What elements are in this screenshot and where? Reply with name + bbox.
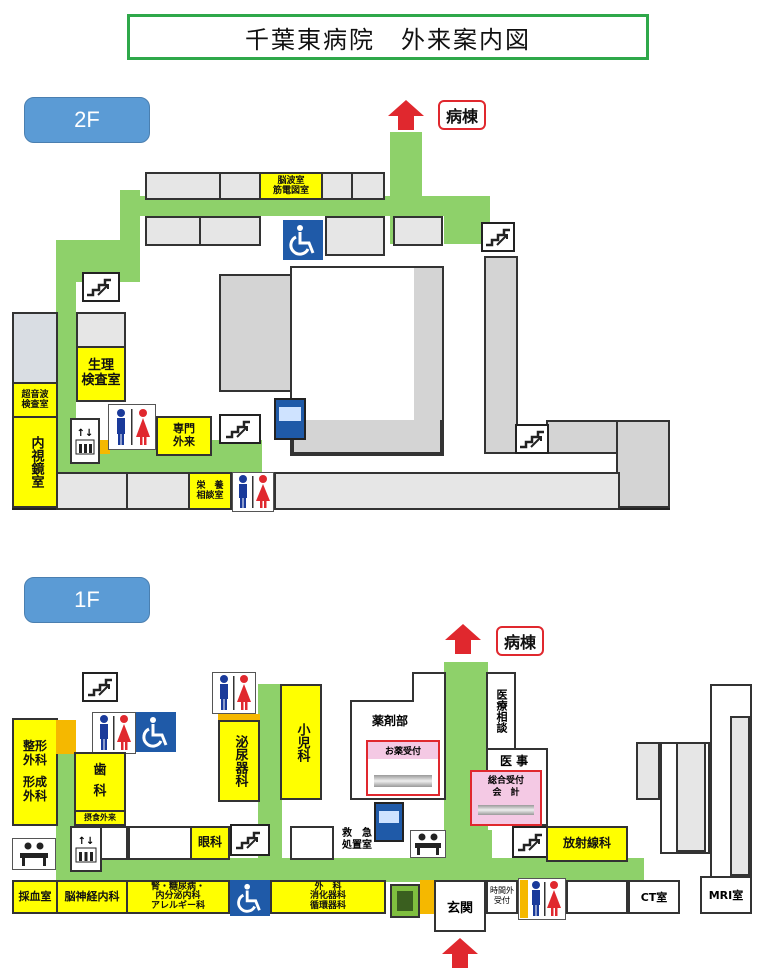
restroom-icon bbox=[108, 404, 156, 450]
room-mri: MRI室 bbox=[700, 876, 752, 914]
room-specialty: 専門 外来 bbox=[156, 416, 212, 456]
waiting-bench-icon bbox=[12, 838, 56, 870]
room-neurology: 脳神経内科 bbox=[56, 880, 128, 914]
room-urology: 泌尿器科 bbox=[218, 720, 260, 802]
room-dental: 歯 科 bbox=[74, 752, 126, 812]
elevator-icon[interactable]: ↑↓ bbox=[70, 826, 102, 872]
accessible-icon bbox=[283, 220, 323, 260]
room-ultrasound: 超音波 検査室 bbox=[12, 382, 58, 418]
room-blood: 採血室 bbox=[12, 880, 58, 914]
ward-link-2f[interactable]: 病棟 bbox=[438, 100, 487, 130]
arrow-up-icon bbox=[445, 624, 481, 654]
room-surgery: 外 科 消化器科 循環器科 bbox=[270, 880, 386, 914]
arrow-up-icon bbox=[442, 938, 478, 968]
page-title: 千葉東病院 外来案内図 bbox=[127, 14, 649, 60]
room-pharmacy: 薬剤部 bbox=[372, 714, 409, 728]
corridor bbox=[56, 720, 76, 860]
stairs-icon[interactable] bbox=[82, 272, 120, 302]
stairs-icon[interactable] bbox=[230, 824, 270, 856]
room-orthopedics-plastic: 整形 外科 形成 外科 bbox=[12, 718, 58, 826]
room-pediatrics: 小児科 bbox=[280, 684, 322, 800]
room-medical-consult: 医療相談 bbox=[486, 672, 516, 750]
corridor bbox=[120, 196, 490, 216]
stairs-icon[interactable] bbox=[515, 424, 549, 454]
stairs-icon[interactable] bbox=[82, 672, 118, 702]
general-reception[interactable]: 総合受付 会 計 bbox=[470, 770, 542, 826]
vending-machine-icon bbox=[274, 398, 306, 440]
room-physiology: 生理 検査室 bbox=[76, 346, 126, 402]
stairs-icon[interactable] bbox=[219, 414, 261, 444]
elevator-icon[interactable]: ↑↓ bbox=[70, 418, 100, 464]
room-dysphagia: 摂食外来 bbox=[74, 810, 126, 826]
stairs-icon[interactable] bbox=[512, 826, 548, 858]
stairs-icon[interactable] bbox=[481, 222, 515, 252]
medicine-reception[interactable]: お薬受付 bbox=[366, 740, 440, 796]
room-ct: CT室 bbox=[628, 880, 680, 914]
accessible-icon bbox=[136, 712, 176, 752]
waiting-bench-icon bbox=[410, 830, 446, 858]
after-hours-reception[interactable]: 時間外 受付 bbox=[486, 880, 518, 914]
entrance[interactable]: 玄関 bbox=[434, 880, 486, 932]
accessible-icon bbox=[230, 880, 270, 916]
room-medical-affairs: 医 事 bbox=[500, 754, 529, 768]
restroom-icon bbox=[92, 712, 136, 754]
restroom-icon bbox=[232, 472, 274, 512]
room-ophthalmology: 眼科 bbox=[190, 826, 230, 860]
room-nutrition: 栄 養 相談室 bbox=[188, 472, 232, 510]
floor-badge-1f[interactable]: 1F bbox=[24, 577, 150, 623]
room-brainwave: 脳波室 筋電図室 bbox=[259, 172, 323, 200]
corridor bbox=[120, 190, 140, 246]
vending-machine-icon bbox=[374, 802, 404, 842]
room-kidney: 腎・糖尿病・ 内分泌内科 アレルギー科 bbox=[126, 880, 230, 914]
ward-link-1f[interactable]: 病棟 bbox=[496, 626, 545, 656]
room-radiology: 放射線科 bbox=[546, 826, 628, 862]
corridor bbox=[444, 662, 488, 862]
restroom-icon bbox=[518, 878, 566, 920]
room-emergency: 救 急 処置室 bbox=[342, 828, 372, 851]
arrow-up-icon bbox=[388, 100, 424, 130]
floor-badge-2f[interactable]: 2F bbox=[24, 97, 150, 143]
restroom-icon bbox=[212, 672, 256, 714]
atm-icon bbox=[390, 884, 420, 918]
room-endoscopy: 内視鏡室 bbox=[12, 416, 58, 508]
